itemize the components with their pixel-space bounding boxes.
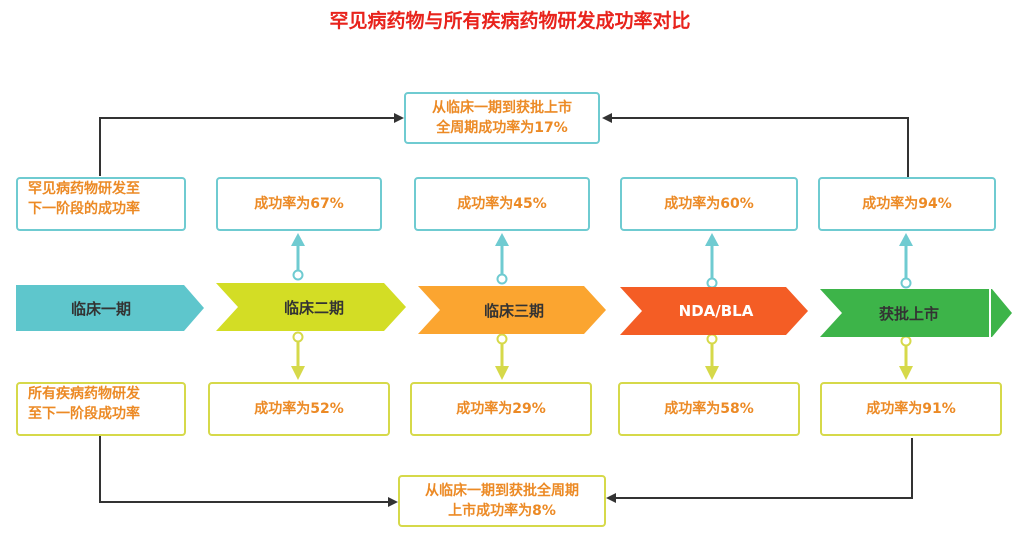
top-summary-line-2: 全周期成功率为17%: [436, 120, 568, 136]
bottom-left-connector: [99, 436, 398, 507]
rare-disease-label: 罕见病药物研发至 下一阶段的成功率: [16, 177, 186, 231]
rare-stage-connectors: [291, 233, 913, 289]
rare-label-line-2: 下一阶段的成功率: [28, 201, 140, 217]
top-summary-line-1: 从临床一期到获批上市: [432, 100, 572, 116]
bottom-summary-box: 从临床一期到获批全周期 上市成功率为8%: [398, 475, 606, 527]
bottom-right-connector: [606, 438, 913, 503]
stage-label-2: 临床二期: [283, 298, 344, 317]
top-right-connector: [602, 113, 909, 180]
rare-rate-stage-2: 成功率为67%: [216, 177, 382, 231]
stage-label-4: NDA/BLA: [678, 302, 754, 320]
all-rate-stage-4: 成功率为58%: [618, 382, 800, 436]
stage-label-5: 获批上市: [878, 304, 939, 323]
page-title: 罕见病药物与所有疾病药物研发成功率对比: [329, 10, 691, 32]
all-label-line-2: 至下一阶段成功率: [28, 406, 140, 422]
rare-rate-stage-5: 成功率为94%: [818, 177, 996, 231]
all-stage-connectors: [291, 331, 913, 380]
rare-rate-stage-4: 成功率为60%: [620, 177, 798, 231]
bottom-summary-line-2: 上市成功率为8%: [448, 503, 556, 519]
stage-shape-4: [620, 287, 808, 335]
rare-rate-stage-3: 成功率为45%: [414, 177, 590, 231]
all-rate-stage-3: 成功率为29%: [410, 382, 592, 436]
bottom-summary-line-1: 从临床一期到获批全周期: [425, 483, 579, 499]
rare-label-line-1: 罕见病药物研发至: [28, 181, 140, 197]
stage-shape-2: [216, 283, 406, 331]
stage-label-1: 临床一期: [70, 299, 131, 318]
stage-shape-3: [418, 286, 606, 334]
all-label-line-1: 所有疾病药物研发: [28, 386, 140, 402]
top-summary-box: 从临床一期到获批上市 全周期成功率为17%: [404, 92, 600, 144]
stage-chevrons: [16, 283, 1012, 337]
all-rate-stage-2: 成功率为52%: [208, 382, 390, 436]
top-left-connector: [99, 113, 404, 176]
stage-label-3: 临床三期: [483, 301, 544, 320]
all-disease-label: 所有疾病药物研发 至下一阶段成功率: [16, 382, 186, 436]
stage-shape-5: [820, 289, 1012, 337]
all-rate-stage-5: 成功率为91%: [820, 382, 1002, 436]
stage-shape-1: [16, 285, 204, 331]
